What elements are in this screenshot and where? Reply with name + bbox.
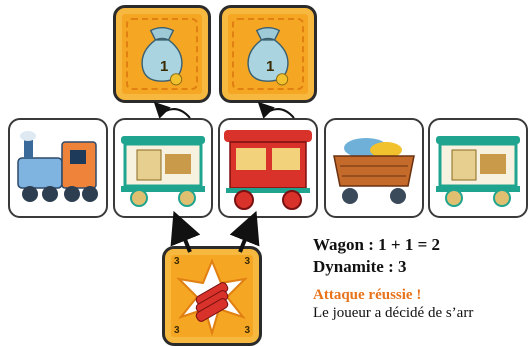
wagon-card-red[interactable] <box>218 118 318 218</box>
dynamite-value-top-right: 3 <box>244 256 250 267</box>
wagon-card-cargo[interactable] <box>324 118 424 218</box>
wagon-card-green-1[interactable] <box>113 118 213 218</box>
wagon-cargo-icon <box>333 138 415 204</box>
attack-arrow-right <box>229 210 260 253</box>
wagon-green-icon <box>436 136 520 207</box>
loot-arrow-2 <box>257 101 295 119</box>
loot-card-2[interactable]: 1 <box>219 5 317 103</box>
loot-value: 1 <box>266 58 275 75</box>
wagon-green-icon <box>121 136 205 207</box>
money-bag-icon <box>247 27 289 86</box>
wagon-score: Wagon : 1 + 1 = 2 <box>313 235 441 254</box>
dynamite-value-bottom-right: 3 <box>244 325 250 336</box>
money-bag-icon <box>141 27 183 86</box>
wagon-red-icon <box>224 130 312 210</box>
loot-card-frame <box>232 18 304 90</box>
dynamite-value-top-left: 3 <box>174 256 180 267</box>
dynamite-value-bottom-left: 3 <box>174 325 180 336</box>
locomotive-icon <box>17 131 98 202</box>
attack-description: Le joueur a décidé de s’arr <box>313 305 474 321</box>
attack-success-label: Attaque réussie ! <box>313 287 422 303</box>
loot-card-1[interactable]: 1 <box>113 5 211 103</box>
loot-arrow-1 <box>153 101 191 119</box>
loot-value: 1 <box>160 58 169 75</box>
dynamite-score: Dynamite : 3 <box>313 257 407 276</box>
dynamite-icon <box>176 258 248 337</box>
attack-arrow-left <box>170 210 201 253</box>
locomotive-card[interactable] <box>8 118 108 218</box>
loot-card-frame <box>126 18 198 90</box>
wagon-card-green-2[interactable] <box>428 118 528 218</box>
dynamite-card[interactable]: 3 3 3 3 <box>162 246 262 346</box>
